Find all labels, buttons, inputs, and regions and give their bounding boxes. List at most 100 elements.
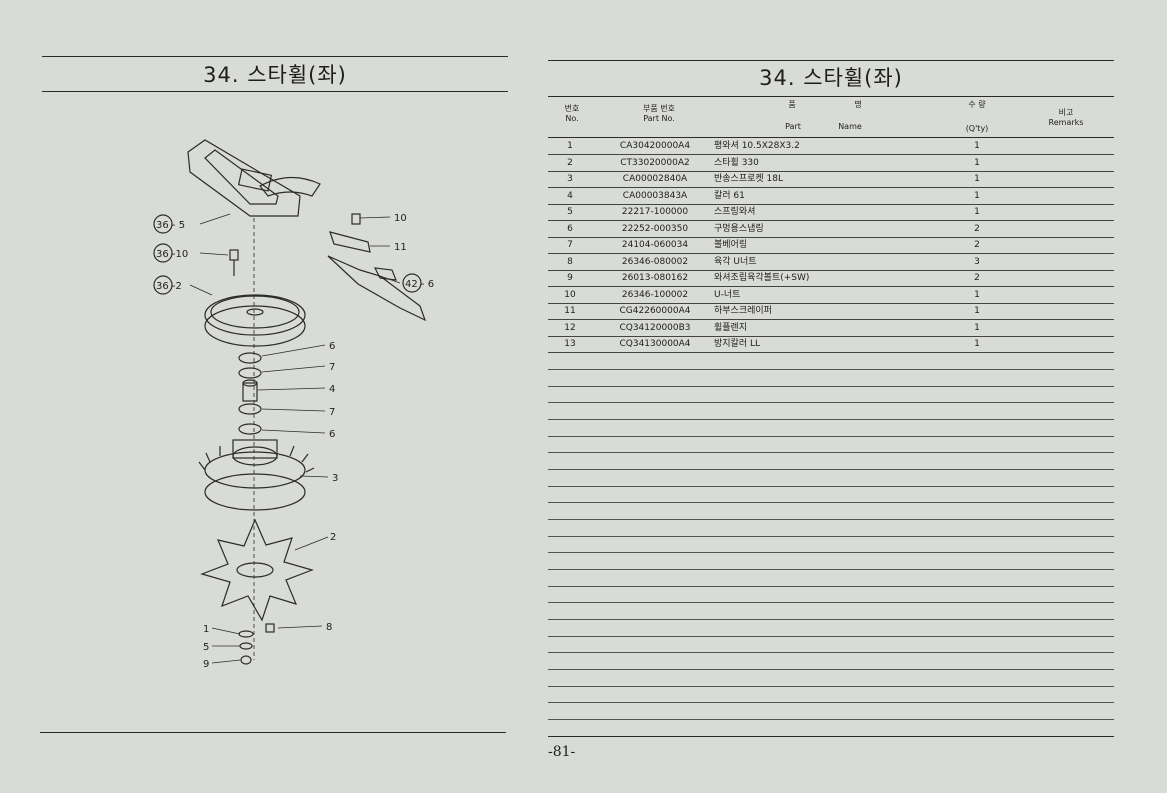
blank-row-line <box>548 619 1114 620</box>
row-number: 3 <box>567 174 573 184</box>
scraper-part <box>187 139 321 217</box>
row-number: 11 <box>564 306 576 316</box>
row-part-number: 22252-000350 <box>621 223 689 234</box>
callout-7-lower: 7 <box>329 407 335 418</box>
blank-row-line <box>548 686 1114 687</box>
row-number: 2 <box>567 157 573 168</box>
blank-row-line <box>548 386 1114 387</box>
row-quantity: 1 <box>974 322 980 333</box>
lower-scraper-bracket <box>327 213 427 322</box>
bolt-part <box>229 249 239 276</box>
sprocket-part <box>198 439 315 511</box>
blank-row-line <box>548 552 1114 553</box>
row-part-number: CA00003843A <box>622 190 688 201</box>
row-number: 1 <box>567 141 573 151</box>
wheel-flange-part <box>204 294 306 347</box>
callout-36-2: 36 -2 <box>156 281 182 292</box>
row-number: 6 <box>567 223 573 234</box>
row-part-number: 24104-060034 <box>621 240 689 250</box>
blank-row-line <box>548 602 1114 603</box>
blank-row-line <box>548 369 1114 370</box>
row-number: 7 <box>567 240 573 250</box>
parts-table-header: 번호 No. 부품 번호 Part No. 품 명 Part Name 수 량 … <box>548 96 1114 138</box>
header-no-kr: 번호 <box>564 104 580 113</box>
row-quantity: 1 <box>974 157 980 168</box>
row-part-number: 22217-100000 <box>621 207 689 217</box>
row-part-name: 볼베어링 <box>714 240 748 250</box>
row-part-name: 와셔조립육각볼트(+SW) <box>714 273 810 283</box>
row-part-number: CG42260000A4 <box>619 306 691 316</box>
row-part-name: 방지칼러 LL <box>714 339 761 349</box>
row-part-name: 칼러 61 <box>714 190 745 201</box>
callout-10: 10 <box>394 213 407 224</box>
header-name-kr-1: 품 <box>788 100 796 109</box>
blank-row-line <box>548 702 1114 703</box>
page-number: -81- <box>548 744 576 760</box>
row-number: 13 <box>564 339 576 349</box>
callout-9: 9 <box>203 659 209 670</box>
row-quantity: 1 <box>974 306 980 316</box>
callout-6-lower: 6 <box>329 429 335 440</box>
callout-36-5: 36 - 5 <box>156 220 185 231</box>
blank-row-line <box>548 636 1114 637</box>
bearing-stack <box>238 352 262 435</box>
blank-row-line <box>548 569 1114 570</box>
row-part-number: CT33020000A2 <box>620 157 690 168</box>
table-row: 7 24104-060034 볼베어링 2 <box>548 237 1114 254</box>
row-quantity: 1 <box>974 141 980 151</box>
right-top-rule <box>548 60 1114 61</box>
header-remarks-kr: 비고 <box>1058 108 1074 117</box>
right-title-rule <box>548 96 1114 97</box>
callout-42-6: 42 - 6 <box>405 279 434 290</box>
row-part-name: 반송스프로켓 18L <box>714 174 784 184</box>
blank-row-line <box>548 586 1114 587</box>
header-qty-kr: 수 량 <box>968 100 986 109</box>
row-part-name: 스프링와셔 <box>714 207 756 217</box>
header-name-kr-2: 명 <box>854 100 862 109</box>
row-quantity: 1 <box>974 289 980 300</box>
blank-row-line <box>548 652 1114 653</box>
header-remarks-en: Remarks <box>1048 118 1084 127</box>
header-name-en-2: Name <box>838 122 862 131</box>
blank-row-line <box>548 502 1114 503</box>
star-wheel-part <box>200 518 314 622</box>
row-number: 12 <box>564 322 576 333</box>
left-page-title: 34. 스타휠(좌) <box>203 63 347 87</box>
blank-row-line <box>548 452 1114 453</box>
blank-row-line <box>548 402 1114 403</box>
exploded-parts-diagram: 36 - 5 36 -10 36 -2 10 11 42 - 6 6 7 4 7… <box>153 139 434 670</box>
callout-2: 2 <box>330 532 336 543</box>
table-row: 13 CQ34130000A4 방지칼러 LL 1 <box>548 336 1114 353</box>
row-number: 8 <box>567 256 573 267</box>
left-top-rule <box>42 56 508 57</box>
blank-row-line <box>548 669 1114 670</box>
blank-row-line <box>548 719 1114 720</box>
row-quantity: 3 <box>974 256 980 267</box>
row-quantity: 1 <box>974 174 980 184</box>
row-quantity: 2 <box>974 240 980 250</box>
header-no-en: No. <box>565 114 579 123</box>
row-quantity: 2 <box>974 223 980 234</box>
callout-7-upper: 7 <box>329 362 335 373</box>
callout-5: 5 <box>203 642 209 653</box>
blank-row-line <box>548 519 1114 520</box>
callout-3: 3 <box>332 473 338 484</box>
row-part-name: U-너트 <box>714 289 741 300</box>
row-quantity: 1 <box>974 339 980 349</box>
header-rule <box>548 137 1114 138</box>
row-part-number: CQ34120000B3 <box>619 322 691 333</box>
row-number: 10 <box>564 289 576 300</box>
row-part-number: CQ34130000A4 <box>619 339 691 349</box>
bottom-fasteners <box>238 623 275 665</box>
row-number: 9 <box>567 273 573 283</box>
